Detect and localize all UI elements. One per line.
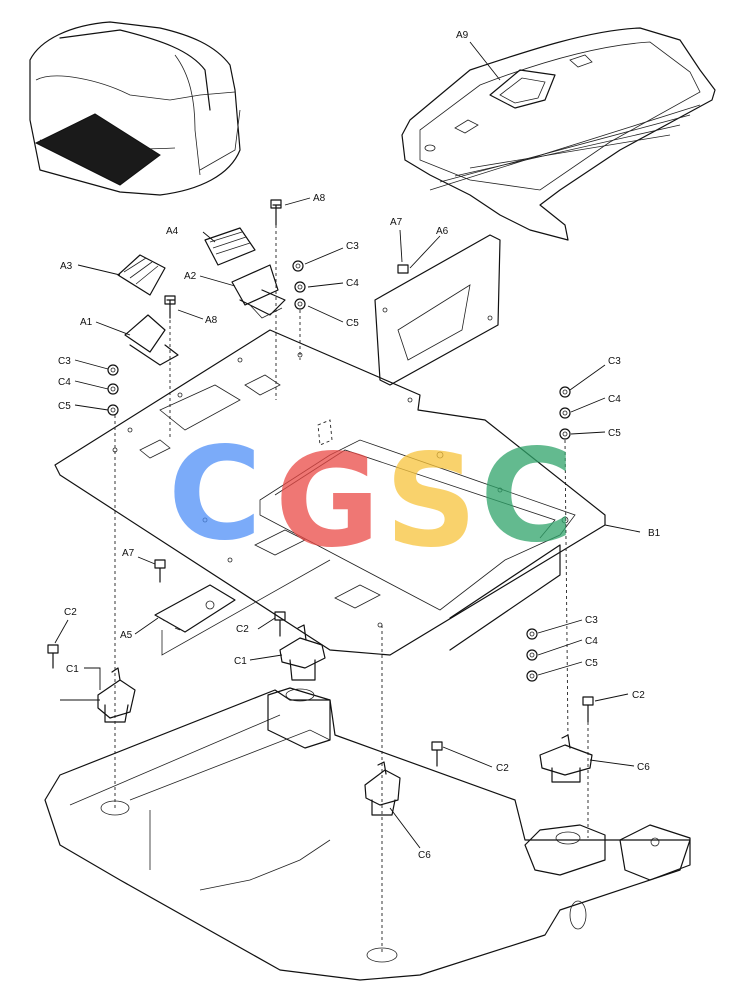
label-c2-d: C2 <box>496 763 509 774</box>
label-c5-d: C5 <box>585 658 598 669</box>
label-c4-b: C4 <box>58 377 71 388</box>
pedal-a1 <box>124 314 179 366</box>
cgsc-watermark: C G S C <box>168 420 574 576</box>
label-c1-b: C1 <box>234 656 247 667</box>
label-c5-b: C5 <box>58 401 71 412</box>
label-c3-a: C3 <box>346 241 359 252</box>
fasteners <box>47 199 594 767</box>
label-c2-a: C2 <box>64 607 77 618</box>
label-c4-c: C4 <box>608 394 621 405</box>
label-c3-d: C3 <box>585 615 598 626</box>
pedal-a4 <box>204 227 256 266</box>
label-a8-mid: A8 <box>205 315 218 326</box>
label-a8-top: A8 <box>313 193 326 204</box>
label-a2: A2 <box>184 271 197 282</box>
label-b1: B1 <box>648 528 661 539</box>
label-c5-a: C5 <box>346 318 359 329</box>
label-c3-c: C3 <box>608 356 621 367</box>
pedal-a2 <box>231 264 286 319</box>
label-c2-b: C2 <box>236 624 249 635</box>
label-a9: A9 <box>456 30 469 41</box>
label-c4-a: C4 <box>346 278 359 289</box>
part-labels: A9 A8 A4 C3 A7 A6 A3 A2 C4 A1 A8 C5 C3 C… <box>58 30 661 861</box>
plate-a5 <box>154 559 331 656</box>
operator-seat <box>29 21 241 196</box>
assembly-lines <box>114 225 589 955</box>
mount-c1-left <box>97 667 136 723</box>
pedal-a3 <box>117 254 166 296</box>
label-c4-d: C4 <box>585 636 598 647</box>
floor-mat-a9 <box>401 27 716 241</box>
watermark-letter-2: G <box>275 427 380 576</box>
watermark-letter-1: C <box>168 420 262 569</box>
label-a1: A1 <box>80 317 93 328</box>
mount-c1-center <box>279 624 326 681</box>
label-c5-c: C5 <box>608 428 621 439</box>
label-c3-b: C3 <box>58 356 71 367</box>
label-c2-c: C2 <box>632 690 645 701</box>
label-c6-b: C6 <box>418 850 431 861</box>
watermark-letter-4: C <box>480 422 574 571</box>
mount-c6-right <box>539 734 593 783</box>
leader-lines <box>54 41 641 849</box>
label-c6-a: C6 <box>637 762 650 773</box>
bracket-a6 <box>374 234 501 386</box>
floor-plate-b1 <box>54 329 606 656</box>
label-a4: A4 <box>166 226 179 237</box>
lower-frame <box>44 687 691 981</box>
label-a7-top: A7 <box>390 217 403 228</box>
watermark-letter-3: S <box>385 427 477 576</box>
label-c1-a: C1 <box>66 664 79 675</box>
label-a6: A6 <box>436 226 449 237</box>
label-a5: A5 <box>120 630 133 641</box>
label-a3: A3 <box>60 261 73 272</box>
label-a7-low: A7 <box>122 548 135 559</box>
mount-c6-center <box>364 761 401 816</box>
